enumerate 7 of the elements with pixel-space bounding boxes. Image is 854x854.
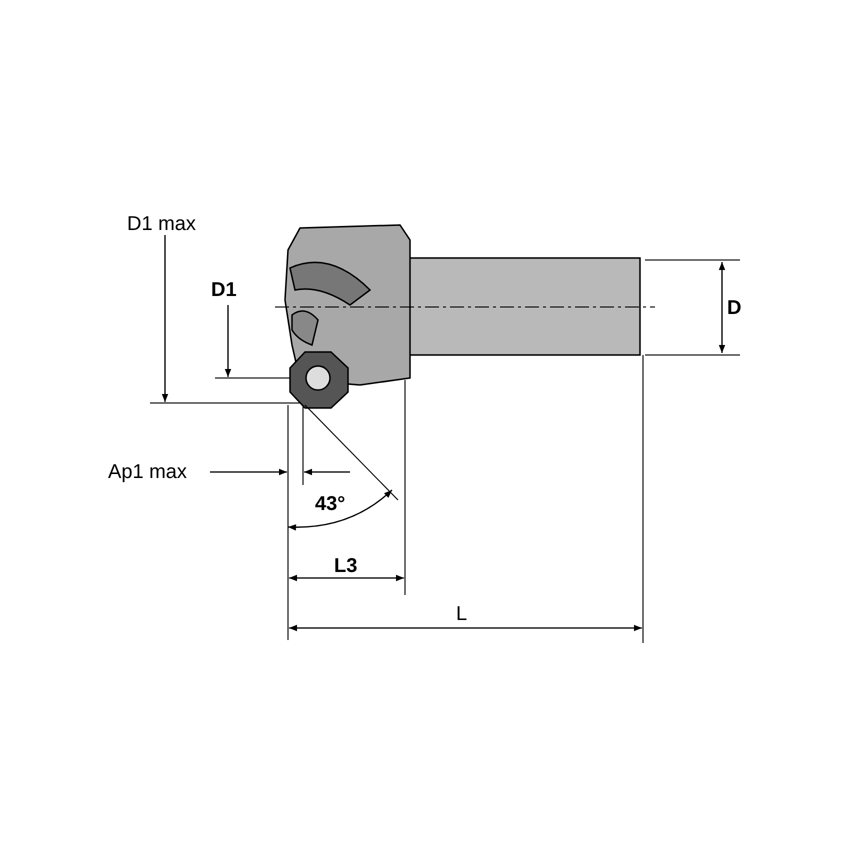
dimension-label: D1 max [127,214,196,234]
dimension-label: Ap1 max [108,462,187,482]
dimension-label: D1 [211,280,237,300]
dimension-label: L3 [334,556,358,576]
dimension-label: L [456,604,468,624]
dimension-label: 43° [315,494,346,514]
dimension-label: D [727,298,742,318]
